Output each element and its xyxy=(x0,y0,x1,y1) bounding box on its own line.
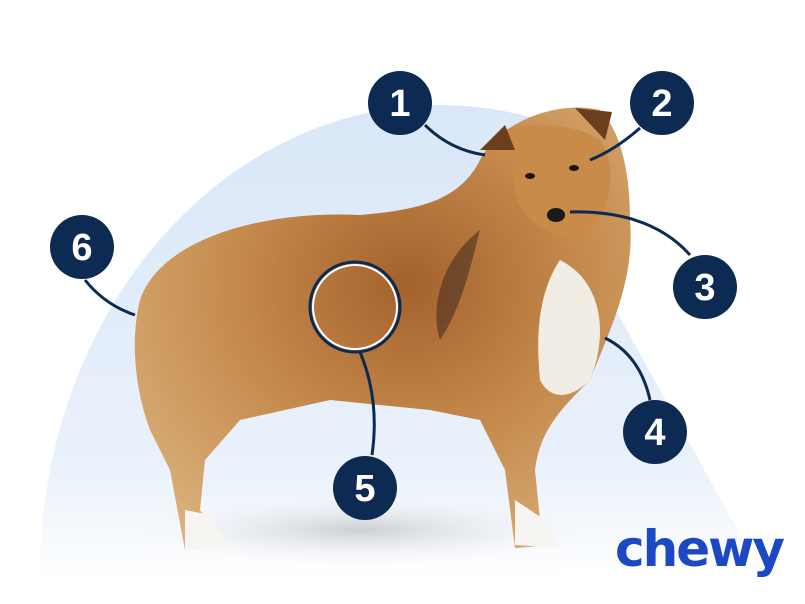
callout-5: 5 xyxy=(333,456,397,520)
svg-text:5: 5 xyxy=(354,468,375,510)
callout-1: 1 xyxy=(368,71,432,135)
callout-3: 3 xyxy=(673,255,737,319)
dog-image xyxy=(134,107,631,550)
callout-lines xyxy=(83,123,692,456)
dog-shadow xyxy=(100,490,620,570)
chewy-logo: chewy xyxy=(615,520,785,578)
svg-text:1: 1 xyxy=(389,83,410,125)
svg-text:4: 4 xyxy=(644,412,665,454)
svg-text:2: 2 xyxy=(651,83,672,125)
svg-text:3: 3 xyxy=(694,267,715,309)
callout-4: 4 xyxy=(623,400,687,464)
svg-text:6: 6 xyxy=(71,227,92,269)
callout-2: 2 xyxy=(630,71,694,135)
highlight-ring xyxy=(308,260,402,354)
callout-6: 6 xyxy=(50,215,114,279)
